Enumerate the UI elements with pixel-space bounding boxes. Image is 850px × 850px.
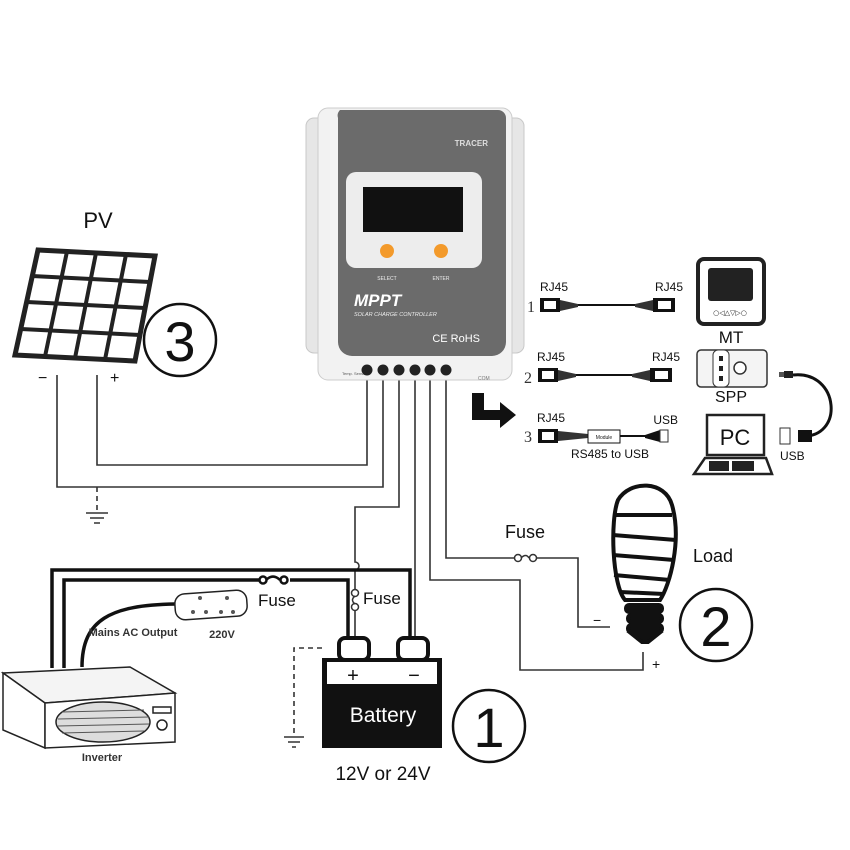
inverter-plus-wire bbox=[62, 578, 350, 668]
usb-cable-icon bbox=[779, 371, 833, 445]
battery-number: 1 bbox=[473, 696, 504, 759]
pc-laptop-icon bbox=[691, 413, 774, 476]
battery-label: Battery bbox=[350, 704, 417, 727]
load-plus-label: + bbox=[652, 656, 660, 672]
battery-fuse-label: Fuse bbox=[363, 589, 401, 608]
terminal-block bbox=[361, 364, 452, 376]
number-badge-1 bbox=[451, 688, 527, 764]
inverter-icon bbox=[0, 666, 178, 750]
load-fuse-icon bbox=[513, 553, 538, 563]
pv-plus-terminal[interactable] bbox=[361, 364, 373, 376]
ground-icon bbox=[86, 512, 108, 524]
light-bulb-icon bbox=[611, 483, 678, 644]
usb-label: USB bbox=[780, 449, 805, 463]
rj45-left-1: RJ45 bbox=[540, 280, 568, 294]
load-label: Load bbox=[693, 546, 733, 566]
battery-plus-label: + bbox=[347, 665, 359, 687]
load-section: Fuse Load − + 2 bbox=[505, 483, 754, 672]
temp-sensor-label: Temp. Sensor bbox=[342, 371, 367, 376]
charge-controller: TRACER SELECT ENTER MPPT SOLAR CHARGE CO… bbox=[305, 107, 525, 382]
pv-plus-label: + bbox=[110, 370, 119, 387]
option-number-1: 1 bbox=[527, 299, 535, 316]
rs485-caption: RS485 to USB bbox=[571, 447, 649, 461]
brand-label: TRACER bbox=[455, 139, 489, 148]
rj45-right-1: RJ45 bbox=[655, 280, 683, 294]
load-fuse-label: Fuse bbox=[505, 522, 545, 542]
lcd-screen bbox=[363, 187, 463, 232]
battery-ground-icon bbox=[284, 736, 304, 748]
pv-number: 3 bbox=[164, 310, 195, 373]
rj45-cable-icon bbox=[540, 298, 675, 312]
inverter-section: Fuse 220V Mains AC Output Inverter bbox=[0, 589, 296, 764]
load-plus-terminal[interactable] bbox=[424, 364, 436, 376]
ac-output-label-text: Mains AC Output bbox=[89, 627, 178, 639]
model-label: MPPT bbox=[354, 291, 403, 310]
rs485-usb-cable-icon bbox=[538, 429, 669, 444]
rj45-left-2: RJ45 bbox=[537, 350, 565, 364]
battery-plus-terminal[interactable] bbox=[393, 364, 405, 376]
power-socket-icon bbox=[174, 589, 248, 621]
wires bbox=[50, 372, 644, 748]
fuse-icon bbox=[350, 588, 360, 612]
inverter-label: Inverter bbox=[82, 752, 123, 764]
enter-button[interactable] bbox=[434, 244, 448, 258]
inverter-fuse-icon bbox=[258, 575, 289, 585]
number-badge-3 bbox=[142, 302, 218, 378]
pc-label: PC bbox=[720, 425, 751, 450]
inverter-fuse-label: Fuse bbox=[258, 591, 296, 610]
enter-label: ENTER bbox=[433, 276, 450, 282]
number-badge-2 bbox=[678, 587, 754, 663]
battery-section: Fuse + − Battery 12V or 24V 1 bbox=[322, 589, 527, 785]
pv-plus-wire bbox=[96, 372, 368, 466]
load-number: 2 bbox=[700, 595, 731, 658]
option-number-3: 3 bbox=[524, 429, 532, 446]
certs-label: CE RoHS bbox=[432, 333, 480, 345]
pv-minus-label: − bbox=[38, 370, 47, 387]
usb-label-3: USB bbox=[653, 413, 678, 427]
arrow-icon bbox=[472, 393, 516, 428]
battery-ground-wire bbox=[293, 647, 322, 735]
load-minus-wire bbox=[445, 372, 610, 628]
subtitle-label: SOLAR CHARGE CONTROLLER bbox=[354, 312, 437, 318]
socket-voltage-label: 220V bbox=[209, 629, 235, 641]
load-minus-label: − bbox=[593, 612, 601, 628]
rj45-right-2: RJ45 bbox=[652, 350, 680, 364]
battery-minus-terminal[interactable] bbox=[409, 364, 421, 376]
pv-panel: PV − + 3 bbox=[11, 208, 218, 387]
com-label: COM bbox=[478, 376, 490, 382]
svg-text:○◁△▽▷○: ○◁△▽▷○ bbox=[713, 309, 747, 317]
rj45-left-3: RJ45 bbox=[537, 411, 565, 425]
select-label: SELECT bbox=[377, 276, 396, 282]
pv-minus-wire bbox=[56, 372, 384, 488]
mt-label: MT bbox=[719, 328, 744, 347]
ac-output-label: Mains AC Output bbox=[89, 627, 178, 639]
module-label: Module bbox=[596, 435, 613, 441]
battery-voltage: 12V or 24V bbox=[335, 764, 430, 785]
inverter-minus-wire bbox=[50, 568, 412, 668]
mt-meter-icon: ○◁△▽▷○ bbox=[696, 257, 766, 326]
battery-icon bbox=[322, 636, 442, 748]
load-minus-terminal[interactable] bbox=[440, 364, 452, 376]
option-number-2: 2 bbox=[524, 370, 532, 387]
ac-output-cable bbox=[80, 602, 176, 668]
battery-minus-label: − bbox=[408, 665, 420, 687]
communication-options: RJ45 RJ45 1 RJ45 RJ45 2 RJ45 USB 3 Modul… bbox=[472, 257, 833, 476]
spp-label: SPP bbox=[715, 389, 747, 406]
rj45-cable-icon bbox=[538, 368, 672, 382]
load-plus-wire bbox=[429, 372, 644, 671]
select-button[interactable] bbox=[380, 244, 394, 258]
pv-label: PV bbox=[83, 208, 113, 233]
pv-minus-terminal[interactable] bbox=[377, 364, 389, 376]
spp-device-icon bbox=[696, 349, 768, 388]
